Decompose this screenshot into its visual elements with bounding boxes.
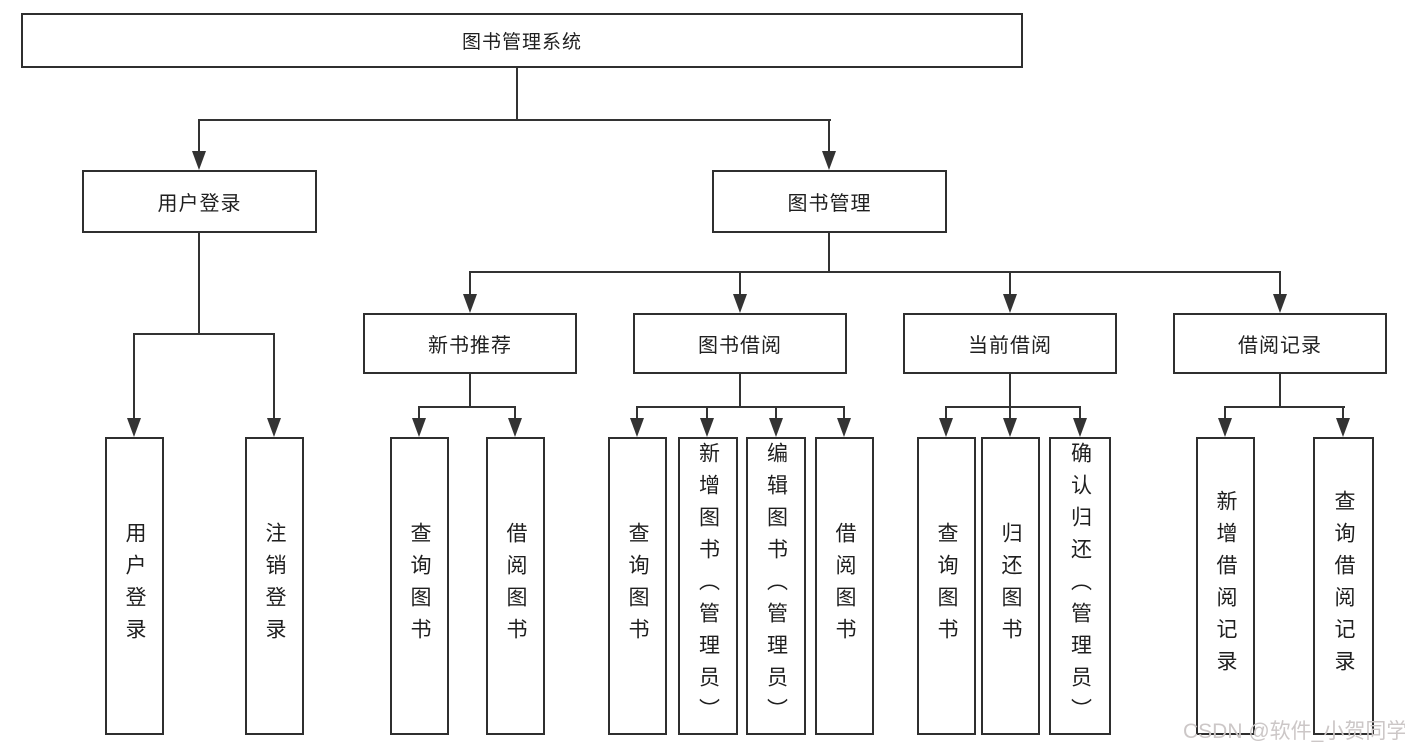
node-user-login: 用户登录 — [82, 170, 317, 233]
arrow-down-icon — [1003, 418, 1017, 437]
connector-line — [636, 406, 845, 408]
connector-line — [739, 271, 741, 296]
connector-line — [198, 119, 200, 152]
node-library-management-system: 图书管理系统 — [21, 13, 1023, 68]
arrow-down-icon — [267, 418, 281, 437]
leaf-borrow-books-recommend: 借阅图书 — [486, 437, 545, 735]
arrow-down-icon — [733, 294, 747, 313]
leaf-return-books: 归还图书 — [981, 437, 1040, 735]
arrow-down-icon — [939, 418, 953, 437]
connector-line — [198, 119, 831, 121]
connector-line — [1279, 271, 1281, 296]
arrow-down-icon — [463, 294, 477, 313]
connector-line — [843, 406, 845, 420]
connector-line — [469, 374, 471, 408]
connector-line — [1009, 271, 1011, 296]
connector-line — [469, 271, 1281, 273]
connector-line — [945, 406, 1081, 408]
arrow-down-icon — [769, 418, 783, 437]
connector-line — [273, 333, 275, 419]
node-book-management: 图书管理 — [712, 170, 947, 233]
connector-line — [1079, 406, 1081, 420]
leaf-add-borrow-record: 新增借阅记录 — [1196, 437, 1255, 735]
connector-line — [706, 406, 708, 420]
connector-line — [1009, 374, 1011, 408]
arrow-down-icon — [822, 151, 836, 170]
connector-line — [828, 233, 830, 273]
connector-line — [1224, 406, 1345, 408]
connector-line — [469, 271, 471, 296]
arrow-down-icon — [837, 418, 851, 437]
connector-line — [1279, 374, 1281, 408]
leaf-user-login: 用户登录 — [105, 437, 164, 735]
node-book-borrowing: 图书借阅 — [633, 313, 847, 374]
connector-line — [636, 406, 638, 420]
connector-line — [1224, 406, 1226, 420]
leaf-query-books-borrowing: 查询图书 — [608, 437, 667, 735]
leaf-confirm-return-admin: 确认归还（管理员） — [1049, 437, 1111, 735]
leaf-borrow-books-borrowing: 借阅图书 — [815, 437, 874, 735]
arrow-down-icon — [508, 418, 522, 437]
connector-line — [739, 374, 741, 408]
connector-line — [418, 406, 420, 420]
connector-line — [775, 406, 777, 420]
connector-line — [828, 119, 830, 152]
leaf-edit-books-admin: 编辑图书（管理员） — [746, 437, 806, 735]
arrow-down-icon — [1218, 418, 1232, 437]
connector-line — [133, 333, 135, 419]
connector-line — [514, 406, 516, 420]
leaf-query-borrow-record: 查询借阅记录 — [1313, 437, 1374, 735]
leaf-logout: 注销登录 — [245, 437, 304, 735]
csdn-watermark: CSDN @软件_小贺同学 — [1183, 720, 1405, 743]
leaf-query-books-recommend: 查询图书 — [390, 437, 449, 735]
node-new-book-recommendation: 新书推荐 — [363, 313, 577, 374]
leaf-add-books-admin: 新增图书（管理员） — [678, 437, 738, 735]
arrow-down-icon — [412, 418, 426, 437]
arrow-down-icon — [192, 151, 206, 170]
arrow-down-icon — [1003, 294, 1017, 313]
connector-line — [1009, 406, 1011, 420]
connector-line — [516, 68, 518, 121]
connector-line — [133, 333, 275, 335]
arrow-down-icon — [1336, 418, 1350, 437]
arrow-down-icon — [700, 418, 714, 437]
arrow-down-icon — [1273, 294, 1287, 313]
leaf-query-books-current: 查询图书 — [917, 437, 976, 735]
arrow-down-icon — [630, 418, 644, 437]
connector-line — [945, 406, 947, 420]
connector-line — [418, 406, 516, 408]
connector-line — [198, 233, 200, 335]
arrow-down-icon — [127, 418, 141, 437]
connector-line — [1342, 406, 1344, 420]
arrow-down-icon — [1073, 418, 1087, 437]
node-borrowing-records: 借阅记录 — [1173, 313, 1387, 374]
node-current-borrowing: 当前借阅 — [903, 313, 1117, 374]
